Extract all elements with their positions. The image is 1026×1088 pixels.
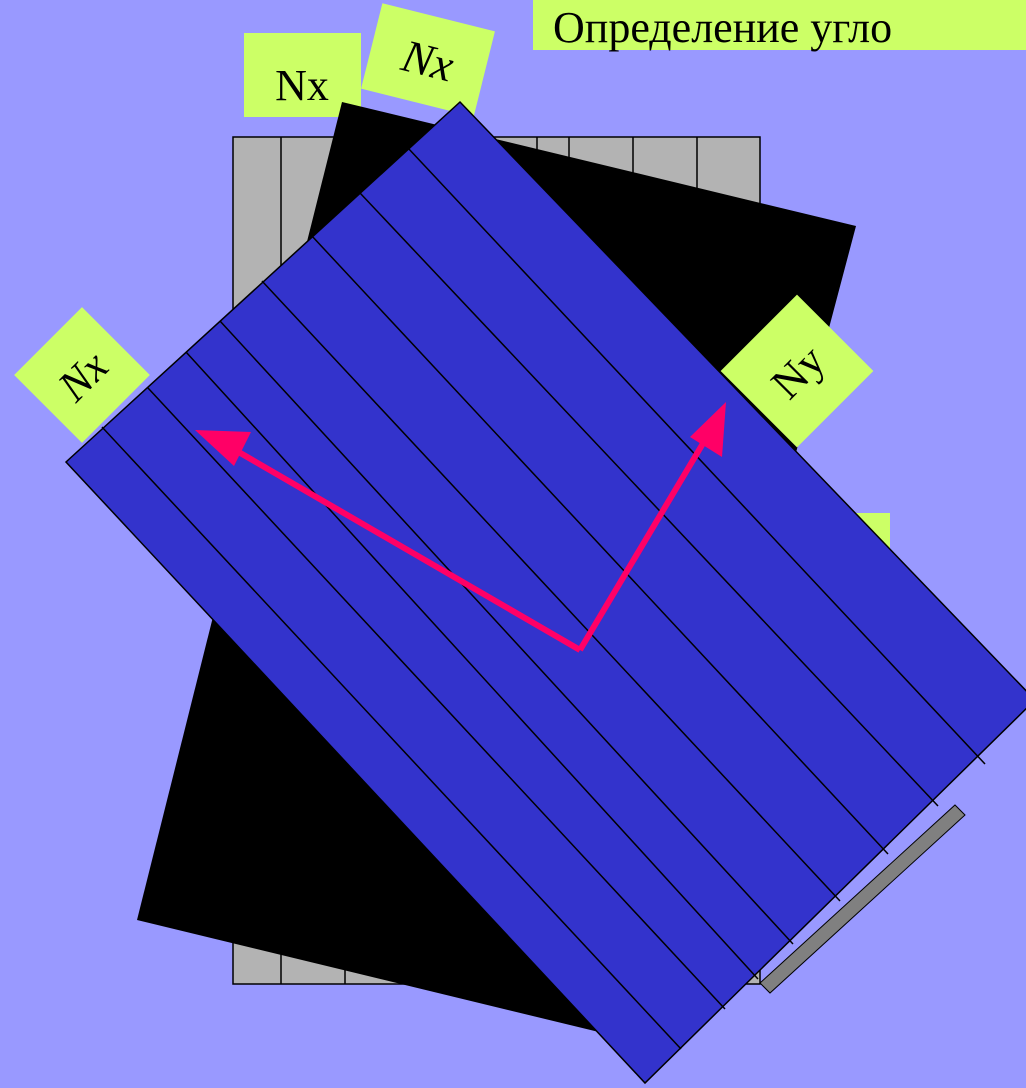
title-box: Определение угло [533,0,1026,52]
label-nx-top: Nx [244,33,361,117]
blue-layer-shadow [759,804,966,994]
arrow-nx-head [195,430,251,466]
label-nx-top-text: Nx [275,61,329,110]
arrow-ny [577,438,708,652]
label-nx-tilted-text: Nx [396,29,459,91]
slide-title: Определение угло [553,3,892,52]
arrow-nx [228,444,582,653]
blue-layer-rotated [64,100,1026,1085]
axis-arrows [195,402,726,653]
arrow-ny-head [690,402,726,457]
label-nx-tilted: Nx [361,3,495,117]
